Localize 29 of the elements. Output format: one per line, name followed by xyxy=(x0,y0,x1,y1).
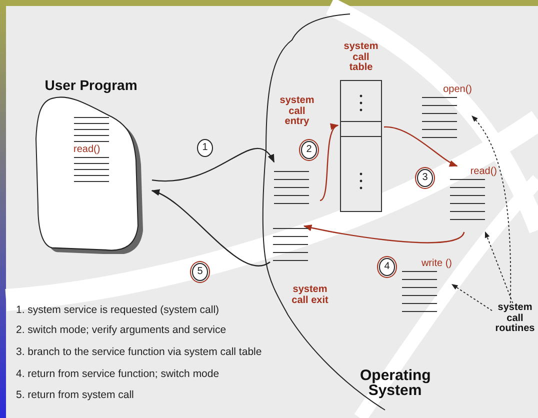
step-note: 2. switch mode; verify arguments and service xyxy=(16,324,226,336)
region-label: Operating System xyxy=(360,368,430,398)
function-label: write () xyxy=(421,258,452,269)
node-title: system call table xyxy=(342,42,380,74)
arrow xyxy=(484,231,514,304)
node-title: system call routines xyxy=(494,303,536,334)
arrow xyxy=(303,224,465,244)
call-table xyxy=(338,42,384,212)
step-note: 4. return from service function; switch mode xyxy=(16,368,220,380)
edge-label: 1 xyxy=(197,139,213,157)
edge-label: 2 xyxy=(301,141,317,159)
edge-label: 5 xyxy=(192,263,208,281)
arrow xyxy=(472,116,512,304)
node-title: system call exit xyxy=(290,285,330,306)
node-title: User Program xyxy=(44,78,138,93)
function-label: read() xyxy=(74,144,100,155)
edge-label: 4 xyxy=(379,258,395,276)
arrow xyxy=(384,126,458,167)
step-note: 5. return from system call xyxy=(16,389,134,401)
step-note: 3. branch to the service function via system call table xyxy=(16,346,262,358)
arrow xyxy=(151,190,270,266)
function-label: read() xyxy=(470,166,497,177)
arrow xyxy=(451,284,492,312)
arrow xyxy=(152,148,275,182)
edge-label: 3 xyxy=(417,169,433,187)
arrow xyxy=(320,124,339,202)
node-title: system call entry xyxy=(278,96,316,128)
function-label: open() xyxy=(443,84,472,95)
step-note: 1. system service is requested (system call) xyxy=(16,304,220,316)
